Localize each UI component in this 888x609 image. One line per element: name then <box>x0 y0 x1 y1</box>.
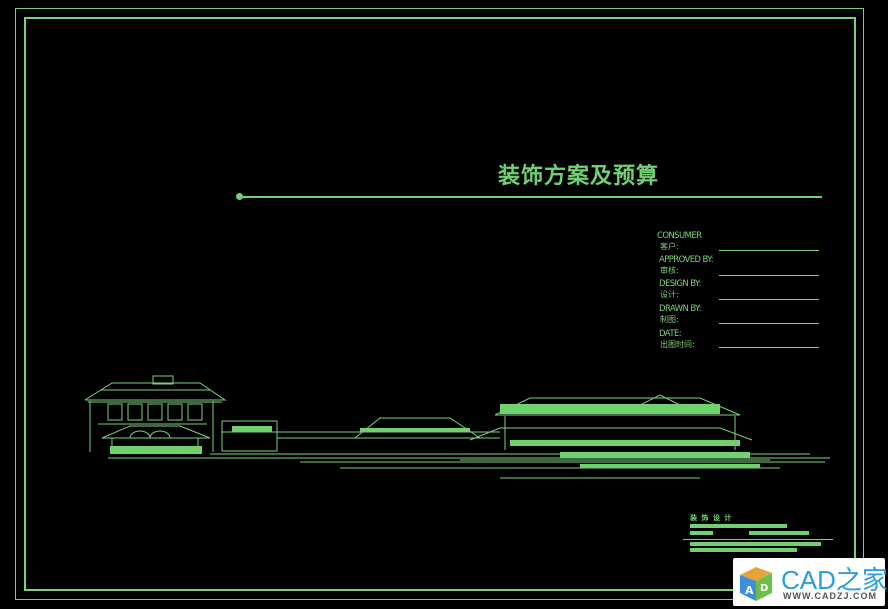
title-block-bar-3 <box>749 531 809 535</box>
svg-text:A: A <box>745 584 754 597</box>
drawing-frame-inner <box>24 17 856 591</box>
field-design-cn: 设计: <box>660 290 679 299</box>
cube-logo-icon: A D <box>740 567 772 601</box>
brand-name: CAD之家 <box>781 565 888 595</box>
cadzj-watermark[interactable]: A D CAD之家 WWW.CADZJ.COM <box>733 558 888 606</box>
field-approved-cn: 审核: <box>660 266 679 275</box>
svg-text:D: D <box>760 583 768 594</box>
title-block-bar-4 <box>690 542 821 546</box>
field-date-en: DATE: <box>659 329 682 339</box>
field-design-line[interactable] <box>719 299 819 300</box>
field-approved-line[interactable] <box>719 275 819 276</box>
title-block-divider <box>683 539 833 540</box>
drawing-title: 装饰方案及预算 <box>498 164 660 189</box>
field-consumer-cn: 客户: <box>660 242 679 251</box>
title-block-bar-5 <box>690 548 797 552</box>
field-drawn-line[interactable] <box>719 323 819 324</box>
field-consumer-line[interactable] <box>719 250 819 251</box>
field-date-cn: 出图时间: <box>660 340 695 349</box>
field-drawn-cn: 制图: <box>660 315 679 324</box>
title-block-label: 装 饰 设 计 <box>690 514 733 522</box>
title-block-bar-2 <box>690 531 713 535</box>
drawing-frame-outer <box>15 8 864 600</box>
field-date-line[interactable] <box>719 347 819 348</box>
brand-url: WWW.CADZJ.COM <box>783 591 877 601</box>
title-line-dot <box>236 193 243 200</box>
title-block-bar-1 <box>690 524 787 528</box>
field-approved-en: APPROVED BY: <box>659 255 714 265</box>
field-design-en: DESIGN BY: <box>659 279 701 289</box>
title-underline <box>240 196 822 198</box>
field-consumer-en: CONSUMER <box>657 231 702 241</box>
field-drawn-en: DRAWN BY: <box>659 304 701 314</box>
